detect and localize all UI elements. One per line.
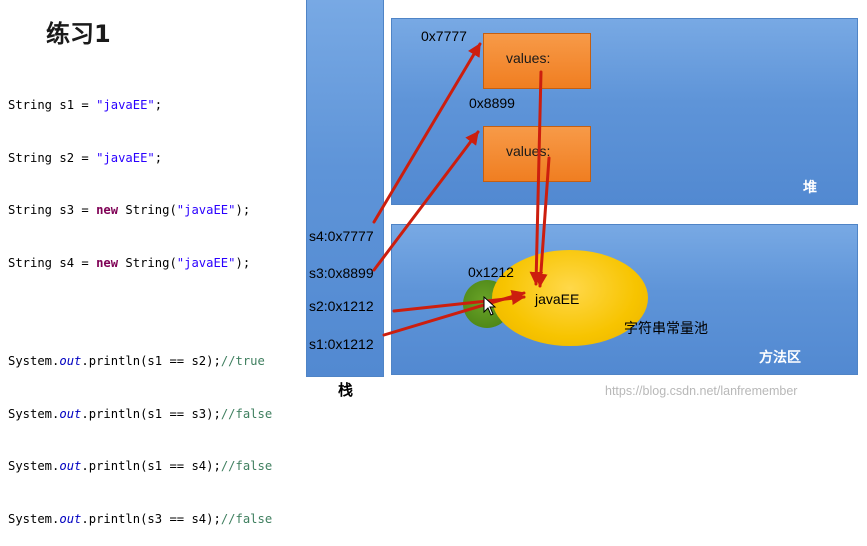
code-comment: //true: [220, 354, 265, 368]
stack-var-s2: s2:0x1212: [309, 298, 374, 314]
code-field: out: [59, 354, 82, 368]
stack-var-s3: s3:0x8899: [309, 265, 374, 281]
stack-column: [306, 0, 384, 377]
code-token: String s3 =: [8, 203, 97, 217]
code-line: System.out.println(s1 == s2);//true: [8, 353, 272, 371]
code-token: .println(s1 == s4);: [81, 459, 221, 473]
code-line: System.out.println(s3 == s4);//false: [8, 511, 272, 529]
code-token: System.: [8, 354, 60, 368]
pool-label: 字符串常量池: [624, 320, 708, 336]
method-area-label: 方法区: [759, 349, 801, 365]
code-string: "javaEE": [96, 98, 155, 112]
object-field-label: values:: [506, 50, 551, 66]
heap-object-address: 0x8899: [469, 95, 515, 111]
code-token: System.: [8, 511, 60, 526]
code-comment: //false: [220, 511, 273, 526]
page-title: 练习1: [46, 20, 111, 48]
heap-object-address: 0x7777: [421, 28, 467, 44]
reference-arrows: [372, 42, 551, 337]
arrow-object1-to-pool: [529, 70, 544, 286]
arrow-s1-to-pool: [382, 290, 526, 337]
code-token: String s4 =: [8, 255, 97, 270]
code-token: String(: [118, 255, 177, 270]
code-token: );: [235, 203, 251, 217]
stack-var-s1: s1:0x1212: [309, 336, 374, 352]
arrow-s4-to-heap: [372, 42, 482, 224]
arrow-s3-to-heap: [372, 130, 480, 272]
code-string: "javaEE": [176, 255, 236, 270]
pool-address: 0x1212: [468, 264, 514, 280]
code-field: out: [59, 459, 82, 473]
pool-value: javaEE: [535, 291, 580, 307]
code-field: out: [59, 511, 82, 526]
stack-label: 栈: [338, 382, 354, 399]
code-token: ;: [154, 98, 163, 112]
code-line: String s3 = new String("javaEE");: [8, 202, 272, 220]
code-string: "javaEE": [96, 150, 155, 165]
heap-label: 堆: [803, 179, 817, 195]
mouse-cursor-icon: [483, 296, 497, 316]
code-token: String s1 =: [8, 98, 97, 112]
code-comment: //false: [220, 459, 273, 473]
code-keyword: new: [96, 255, 119, 270]
code-token: String s2 =: [8, 150, 97, 165]
code-line: System.out.println(s1 == s4);//false: [8, 458, 272, 476]
code-string: "javaEE": [176, 203, 236, 217]
code-token: .println(s3 == s4);: [81, 511, 221, 526]
code-line: String s1 = "javaEE";: [8, 97, 272, 115]
arrow-object2-to-pool: [534, 156, 551, 288]
watermark: https://blog.csdn.net/lanfremember: [605, 384, 798, 398]
code-token: );: [235, 255, 251, 270]
code-line: String s4 = new String("javaEE");: [8, 255, 272, 273]
code-token: String(: [118, 203, 177, 217]
code-line: String s2 = "javaEE";: [8, 150, 272, 168]
stack-var-s4: s4:0x7777: [309, 228, 374, 244]
code-keyword: new: [96, 203, 119, 217]
code-token: System.: [8, 459, 60, 473]
code-token: .println(s1 == s2);: [81, 354, 221, 368]
heap-object-box: values:: [483, 33, 591, 89]
code-token: ;: [154, 150, 163, 165]
